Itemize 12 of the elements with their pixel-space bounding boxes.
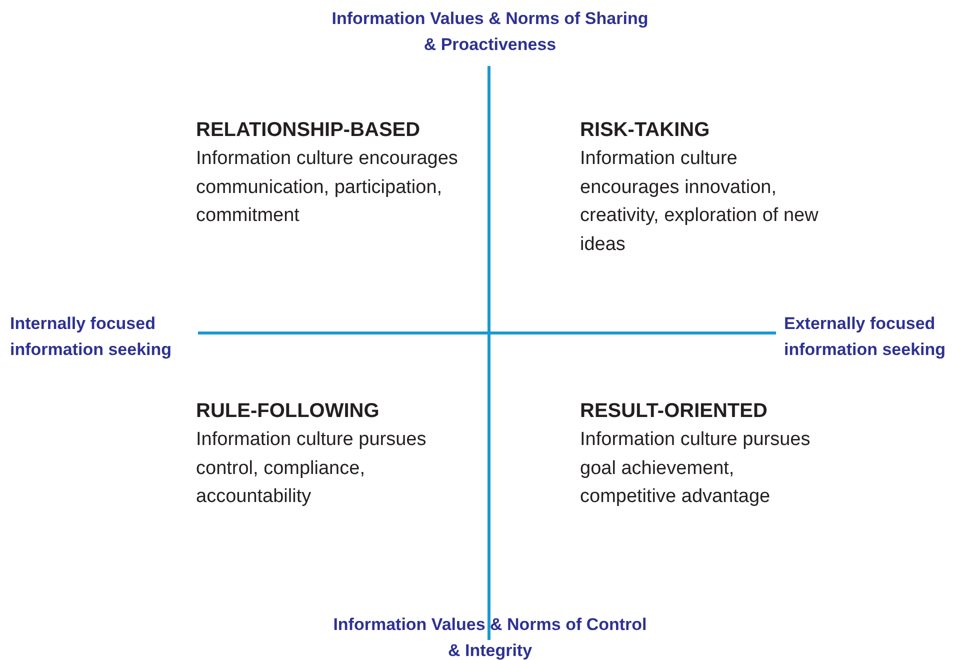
axis-label: Externally focused information seeking: [784, 313, 947, 362]
quadrant-description: Information culture pursues goal achievement, competitive advantage: [580, 428, 812, 509]
axis-label: Information Values & Norms of Control & Integrity: [332, 614, 648, 660]
quadrant-title: RELATIONSHIP-BASED: [196, 118, 422, 143]
quadrant-title: RESULT-ORIENTED: [580, 399, 768, 424]
axis-label: Internally focused information seeking: [10, 313, 173, 362]
quadrant-title: RISK-TAKING: [580, 118, 711, 143]
quadrant-description: Information culture encourages innovation, creativity, exploration of new ideas: [580, 147, 820, 256]
axis-label: Information Values & Norms of Sharing & Proactiveness: [330, 8, 650, 56]
quadrant-description: Information culture encourages communication, participation, commitment: [196, 147, 459, 228]
quadrant-description: Information culture pursues control, compliance, accountability: [196, 428, 428, 509]
quadrant-title: RULE-FOLLOWING: [196, 399, 380, 424]
